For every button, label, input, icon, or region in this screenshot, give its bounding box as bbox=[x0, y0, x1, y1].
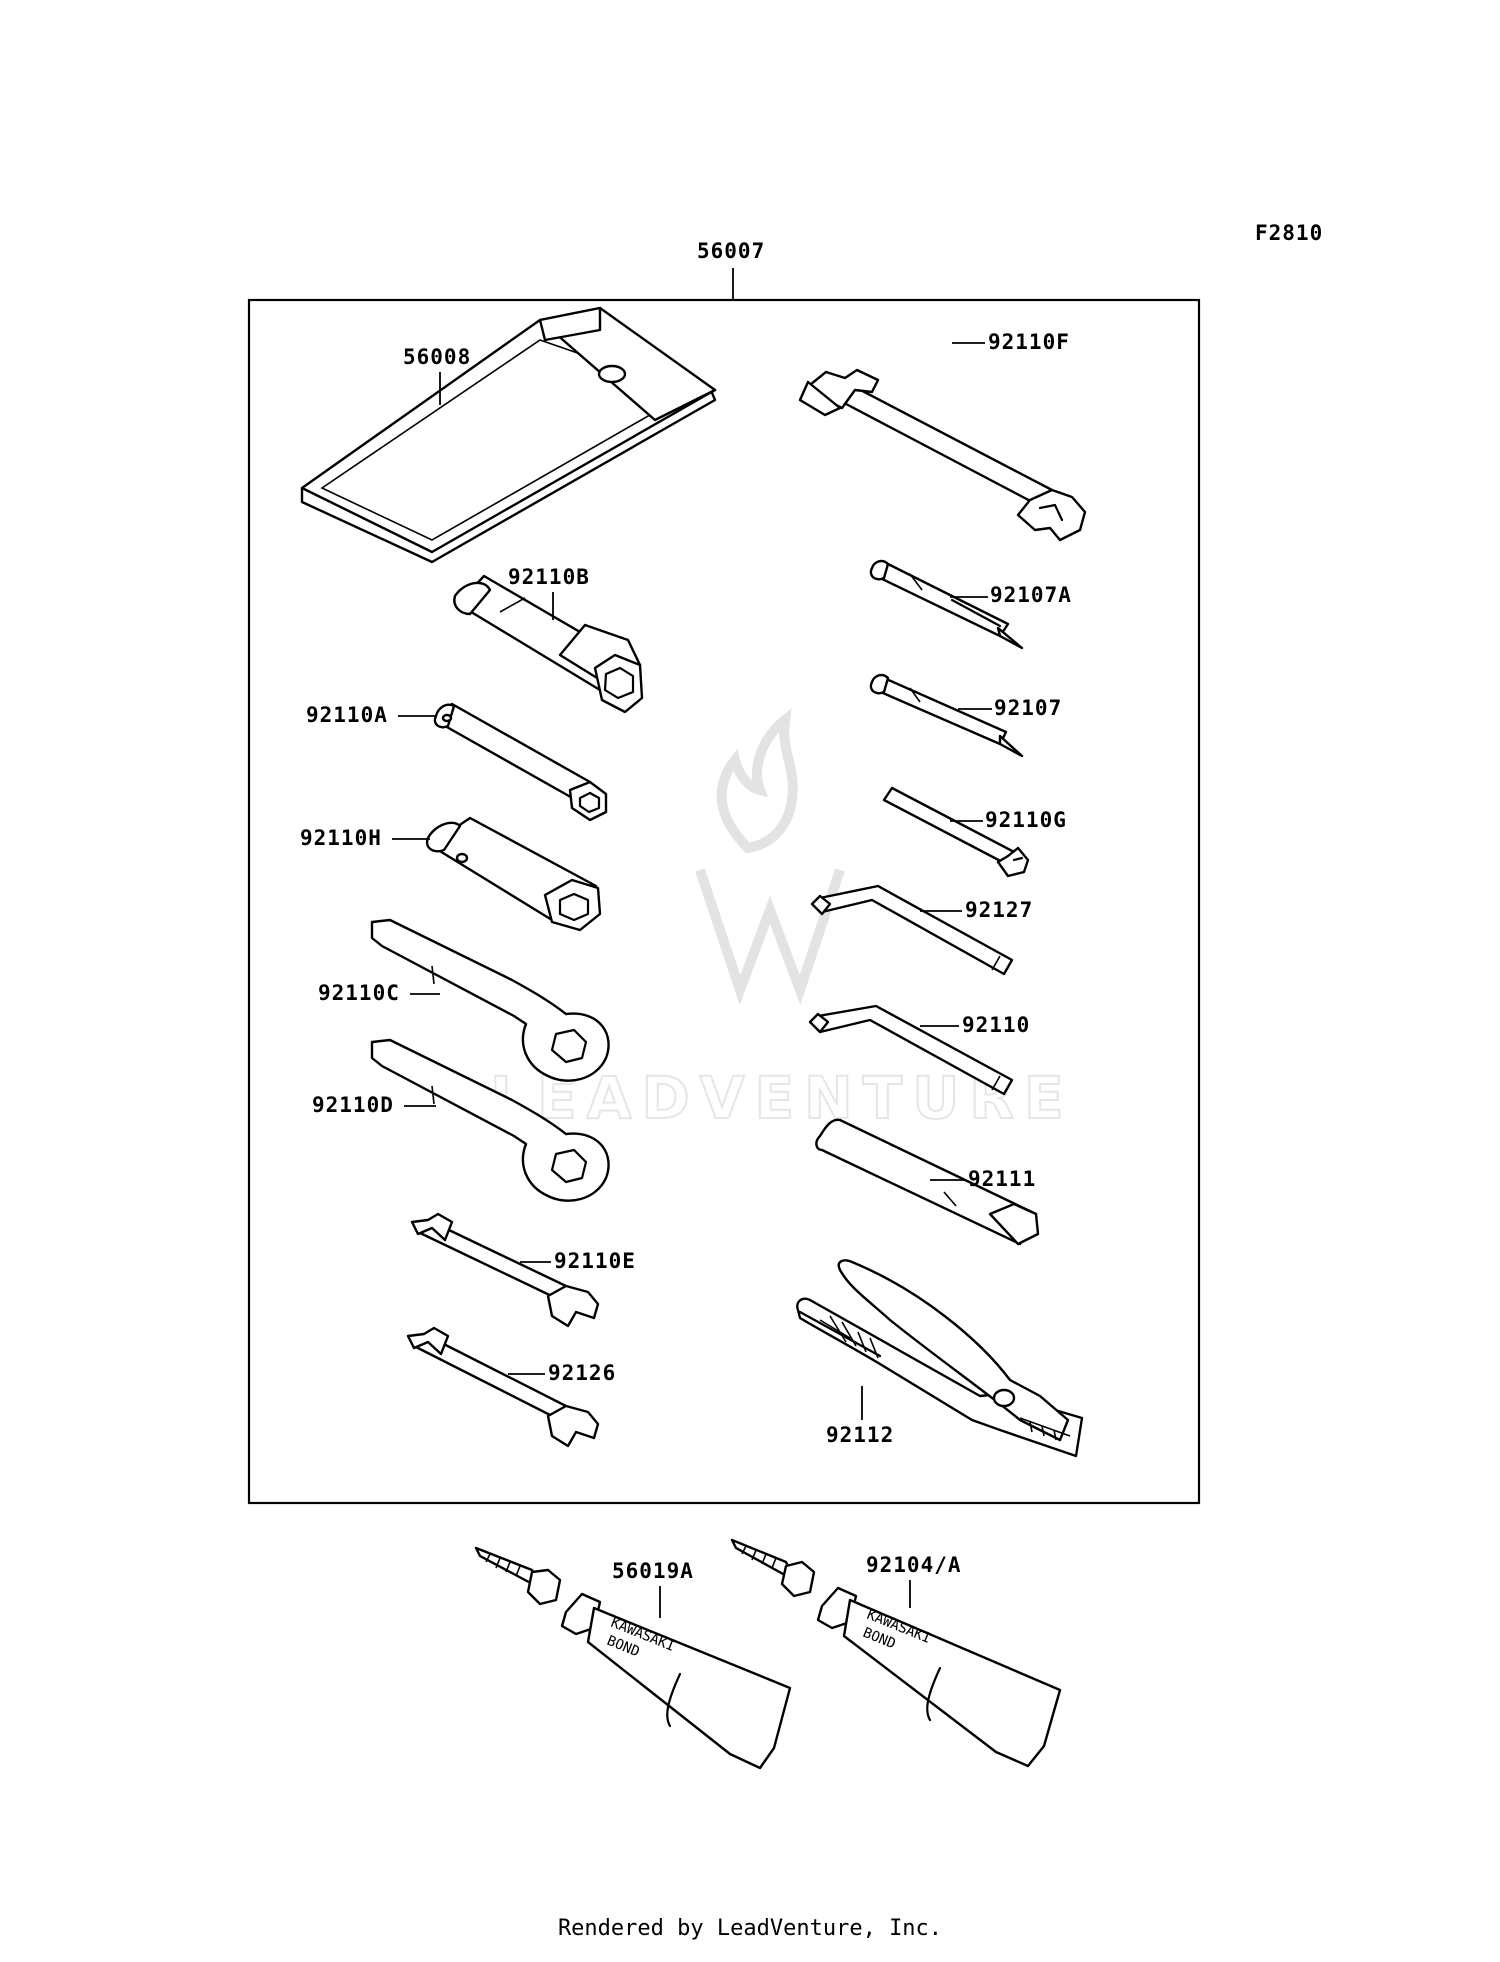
box-wrench-92110H[interactable] bbox=[425, 816, 602, 932]
part-label-92126[interactable]: 92126 bbox=[548, 1361, 616, 1385]
pliers-92112[interactable] bbox=[796, 1259, 1084, 1458]
part-label-92110B[interactable]: 92110B bbox=[508, 565, 590, 589]
ring-spanner-92110D[interactable] bbox=[370, 1038, 610, 1202]
box-wrench-92110A[interactable] bbox=[433, 702, 608, 822]
screwdriver-92107[interactable] bbox=[869, 673, 1024, 758]
part-label-56019A[interactable]: 56019A bbox=[612, 1559, 694, 1583]
part-label-92110F[interactable]: 92110F bbox=[988, 330, 1070, 354]
part-label-56008[interactable]: 56008 bbox=[403, 345, 471, 369]
bond-tube-92104A[interactable]: KAWASAKI BOND bbox=[730, 1538, 1062, 1768]
tool-bag-56008[interactable] bbox=[300, 306, 717, 564]
part-label-92110G[interactable]: 92110G bbox=[985, 808, 1067, 832]
ring-spanner-92110C[interactable] bbox=[370, 918, 610, 1082]
part-label-92111[interactable]: 92111 bbox=[968, 1167, 1036, 1191]
footer-credit: Rendered by LeadVenture, Inc. bbox=[557, 1916, 943, 1941]
small-spanner-92110G[interactable] bbox=[882, 786, 1030, 878]
part-label-92110H[interactable]: 92110H bbox=[300, 826, 382, 850]
part-label-92110[interactable]: 92110 bbox=[962, 1013, 1030, 1037]
box-wrench-92110B[interactable] bbox=[453, 574, 644, 714]
part-label-92110D[interactable]: 92110D bbox=[312, 1093, 394, 1117]
screwdriver-92107A[interactable] bbox=[869, 559, 1024, 650]
hex-key-92110[interactable] bbox=[808, 1004, 1014, 1096]
part-label-92112[interactable]: 92112 bbox=[826, 1423, 894, 1447]
part-label-92110E[interactable]: 92110E bbox=[554, 1249, 636, 1273]
part-label-56007: 56007 bbox=[697, 239, 765, 263]
part-label-92104A[interactable]: 92104/A bbox=[866, 1553, 962, 1577]
part-label-92110A[interactable]: 92110A bbox=[306, 703, 388, 727]
open-wrench-92110E[interactable] bbox=[410, 1212, 600, 1328]
part-label-92127[interactable]: 92127 bbox=[965, 898, 1033, 922]
open-wrench-92126[interactable] bbox=[406, 1326, 600, 1448]
part-label-92107[interactable]: 92107 bbox=[994, 696, 1062, 720]
handle-bar-92111[interactable] bbox=[815, 1118, 1040, 1246]
figure-code: F2810 bbox=[1255, 221, 1323, 245]
part-label-92107A[interactable]: 92107A bbox=[990, 583, 1072, 607]
tool-kit-frame bbox=[247, 298, 1201, 1505]
open-wrench-92110F[interactable] bbox=[798, 368, 1087, 542]
part-label-92110C[interactable]: 92110C bbox=[318, 981, 400, 1005]
hex-key-92127[interactable] bbox=[810, 884, 1014, 976]
